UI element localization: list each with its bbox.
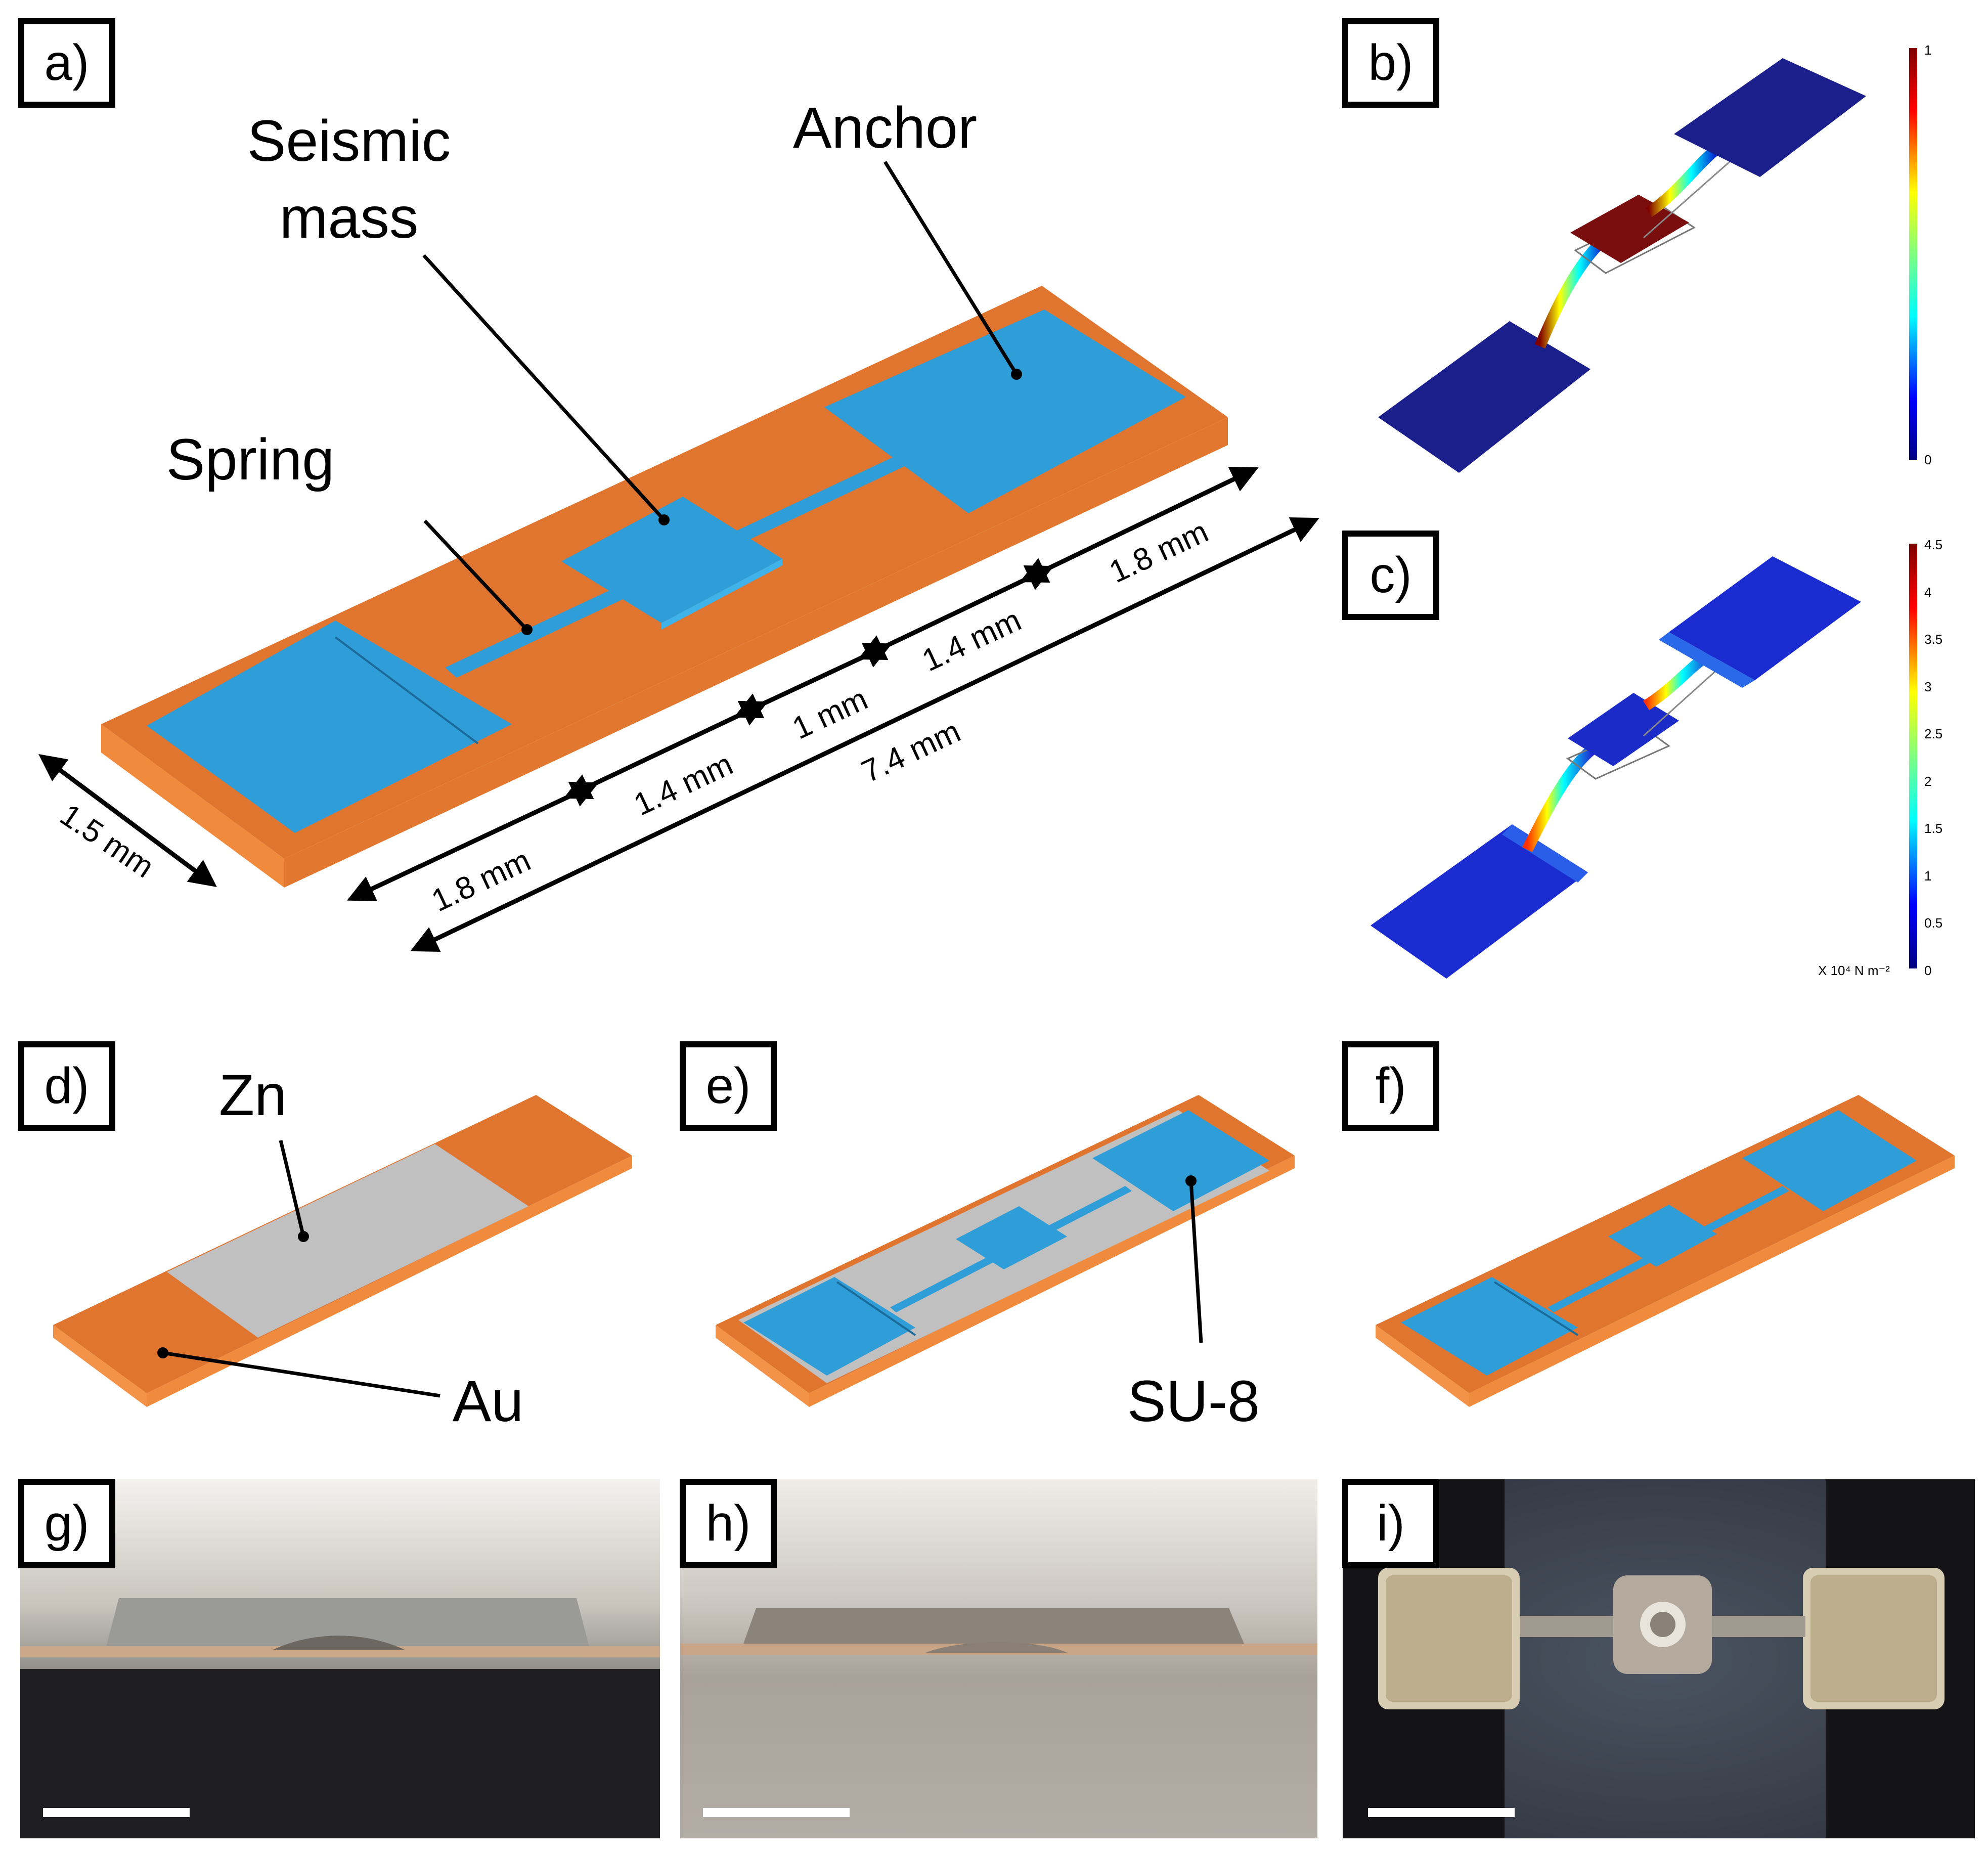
panel-b: 1 0	[1378, 42, 1931, 473]
b-colorbar	[1909, 48, 1917, 460]
c-colorbar-ticks: 4.5 4 3.5 3 2.5 2 1.5 1 0.5 0	[1924, 537, 1942, 978]
c-right-anchor	[1669, 556, 1861, 680]
svg-text:4: 4	[1924, 585, 1931, 600]
i-scale-bar	[1368, 1808, 1515, 1817]
panel-a: Seismic mass Anchor Spring 1.5 mm 1.8 mm…	[38, 96, 1319, 952]
svg-text:0: 0	[1924, 963, 1931, 978]
b-cb-max: 1	[1924, 42, 1931, 58]
svg-text:4.5: 4.5	[1924, 537, 1942, 552]
svg-text:3.5: 3.5	[1924, 632, 1942, 647]
panel-c: 4.5 4 3.5 3 2.5 2 1.5 1 0.5 0 X 10⁴ N m⁻…	[1371, 537, 1942, 979]
c-left-anchor	[1371, 824, 1588, 979]
dim-7.4: 7.4 mm	[856, 714, 966, 789]
e-right-anchor	[1092, 1110, 1269, 1211]
label-su8: SU-8	[1127, 1369, 1260, 1434]
panel-e: SU-8	[716, 1095, 1295, 1434]
panel-label-d: d)	[45, 1057, 90, 1114]
svg-text:0.5: 0.5	[1924, 915, 1942, 931]
panel-h-photo	[680, 1479, 1317, 1838]
c-seismic-mass	[1568, 693, 1679, 766]
label-au: Au	[453, 1369, 524, 1434]
dim-1.5: 1.5 mm	[54, 798, 160, 885]
svg-text:2.5: 2.5	[1924, 726, 1942, 741]
label-seismic-2: mass	[280, 186, 419, 250]
b-left-anchor	[1378, 321, 1591, 473]
e-seismic-mass	[956, 1206, 1067, 1269]
d-zn-layer	[167, 1144, 528, 1338]
panel-label-b: b)	[1368, 34, 1413, 91]
panel-label-e: e)	[706, 1057, 751, 1114]
svg-text:1.5: 1.5	[1924, 821, 1942, 836]
right-anchor	[824, 310, 1186, 513]
f-left-anchor	[1401, 1277, 1578, 1376]
panel-i-photo	[1343, 1479, 1975, 1838]
c-unit: X 10⁴ N m⁻²	[1818, 963, 1890, 978]
b-cb-min: 0	[1924, 452, 1931, 467]
label-seismic-1: Seismic	[247, 109, 451, 173]
g-scale-bar	[43, 1808, 190, 1817]
svg-text:1: 1	[1924, 868, 1931, 884]
panel-labels: a) b) c) d) e) f) g) h) i)	[18, 18, 1439, 1568]
svg-text:2: 2	[1924, 774, 1931, 789]
panel-label-a: a)	[45, 34, 90, 91]
e-left-anchor	[743, 1277, 915, 1376]
panel-label-g: g)	[45, 1495, 90, 1552]
panel-label-h: h)	[706, 1495, 751, 1552]
panel-g-photo	[20, 1479, 660, 1838]
panel-f	[1376, 1095, 1955, 1407]
f-right-anchor	[1742, 1110, 1917, 1211]
label-spring: Spring	[166, 427, 334, 492]
label-anchor: Anchor	[793, 96, 977, 160]
label-zn: Zn	[219, 1063, 287, 1128]
b-seismic-mass	[1570, 195, 1689, 263]
panel-label-f: f)	[1375, 1057, 1406, 1114]
panel-label-i: i)	[1377, 1495, 1405, 1552]
panel-d: Zn Au	[53, 1063, 632, 1434]
b-right-anchor	[1674, 58, 1866, 177]
svg-text:3: 3	[1924, 679, 1931, 694]
h-scale-bar	[703, 1808, 850, 1817]
panel-label-c: c)	[1369, 547, 1411, 603]
c-colorbar	[1909, 544, 1917, 968]
f-seismic-mass	[1608, 1205, 1717, 1267]
